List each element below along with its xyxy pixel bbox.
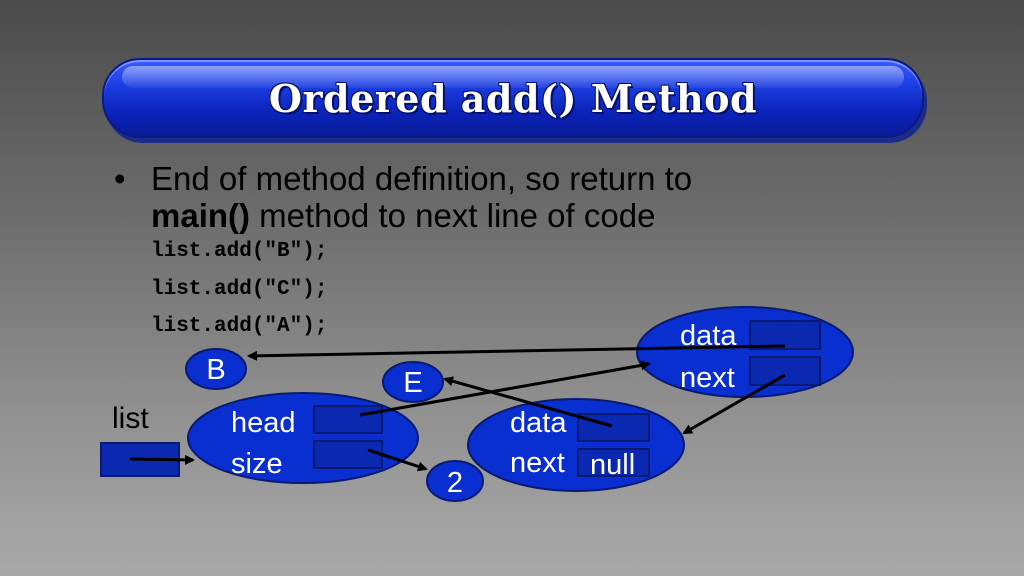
node2-next-box bbox=[749, 356, 821, 386]
arrow-node2-next-to-node1 bbox=[682, 373, 786, 435]
node2-next-label: next bbox=[680, 362, 735, 394]
head-label: head bbox=[231, 407, 296, 439]
node1-next-value: null bbox=[590, 449, 635, 481]
arrow-size-to-value bbox=[367, 448, 428, 472]
title-bar: Ordered add() Method bbox=[102, 58, 924, 138]
code-line-1: list.add("B"); bbox=[151, 240, 328, 263]
node2-data-box bbox=[749, 320, 821, 350]
size-label: size bbox=[231, 448, 283, 480]
bullet-marker: • bbox=[114, 160, 126, 197]
list-node-1 bbox=[467, 398, 685, 492]
arrow-node1-data-to-e bbox=[443, 376, 613, 428]
code-line-2: list.add("C"); bbox=[151, 278, 328, 301]
list-node bbox=[187, 392, 419, 484]
data-value-b: B bbox=[206, 354, 225, 386]
head-field-box bbox=[313, 405, 383, 434]
bullet-bold-main: main() bbox=[151, 197, 250, 234]
data-node-e bbox=[382, 361, 444, 403]
code-line-3: list.add("A"); bbox=[151, 315, 328, 338]
slide-title: Ordered add() Method bbox=[268, 75, 758, 121]
bullet-text-part2: method to next line of code bbox=[250, 197, 656, 234]
size-value: 2 bbox=[447, 467, 463, 499]
node1-next-box bbox=[577, 448, 650, 477]
node1-data-label: data bbox=[510, 407, 567, 439]
size-field-box bbox=[313, 440, 383, 469]
arrow-node2-data-to-b bbox=[247, 344, 786, 361]
node1-next-label: next bbox=[510, 447, 565, 479]
title-gloss bbox=[122, 66, 904, 88]
arrow-head-to-node2 bbox=[359, 360, 651, 417]
arrow-list-to-node bbox=[129, 454, 195, 465]
size-value-node bbox=[426, 460, 484, 502]
bullet-text: End of method definition, so return to m… bbox=[151, 160, 831, 234]
list-label: list bbox=[112, 402, 149, 435]
data-value-e: E bbox=[403, 367, 422, 399]
data-node-b bbox=[185, 348, 247, 390]
bullet-text-part1: End of method definition, so return to bbox=[151, 160, 693, 197]
